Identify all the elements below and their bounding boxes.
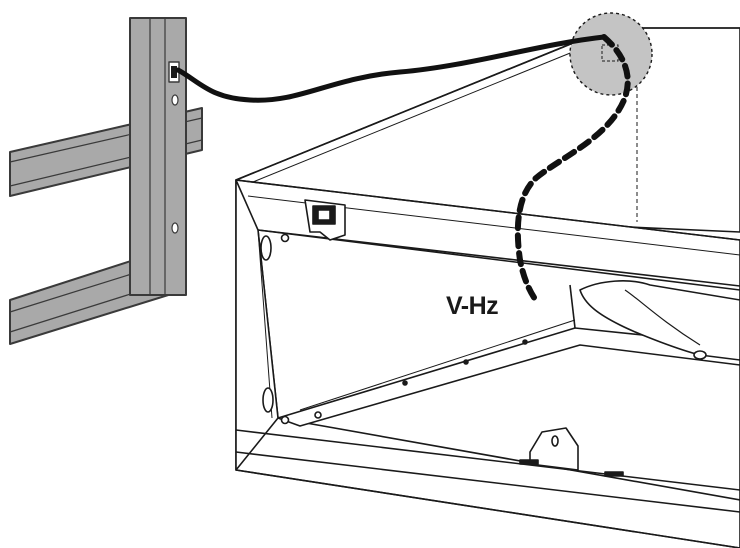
- zoom-circle-icon: [569, 12, 653, 96]
- frame-hole: [171, 94, 179, 106]
- frame-upright: [129, 17, 187, 296]
- flange-slot: [260, 235, 272, 261]
- cable-solid: [175, 34, 607, 103]
- power-cable-icon: [175, 34, 631, 305]
- voltage-frequency-label: V-Hz: [446, 292, 498, 320]
- unit-body: [235, 27, 740, 548]
- frame-hole: [171, 222, 179, 234]
- cable-clip: [304, 199, 346, 241]
- flange-slot: [262, 387, 274, 413]
- mounting-frame: [9, 17, 203, 345]
- cable-dashed: [514, 34, 631, 305]
- fan-housing: [579, 280, 740, 361]
